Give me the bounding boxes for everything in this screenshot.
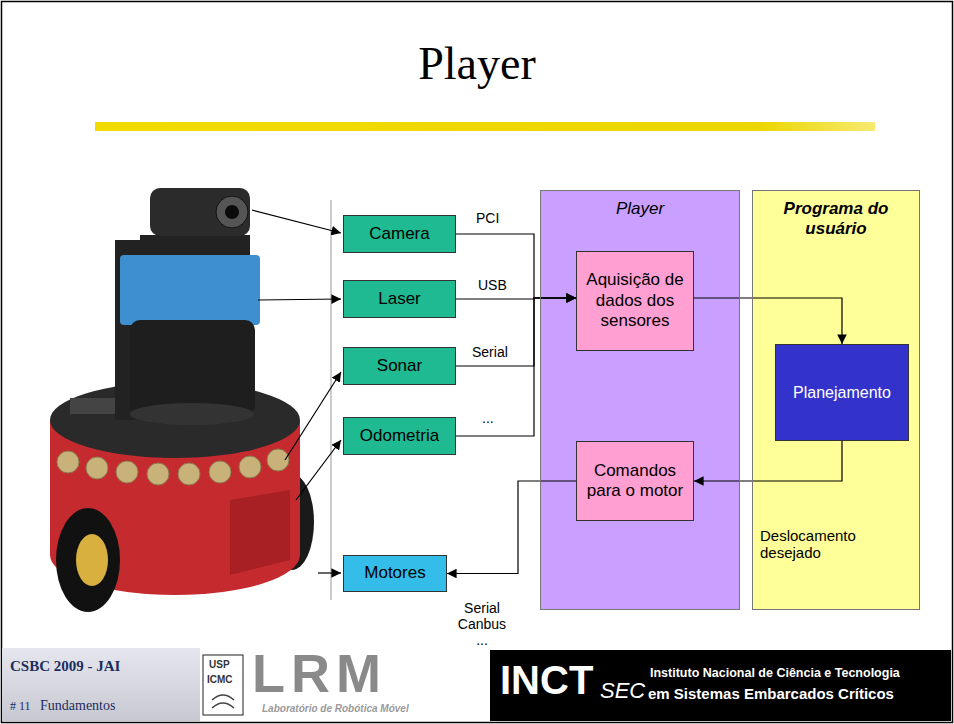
player-panel: PlayerAquisição de dados dos sensoresCom…	[540, 190, 740, 610]
edge-label: Deslocamento desejado	[760, 527, 884, 562]
actuator-box: Motores	[343, 555, 447, 592]
connector	[456, 298, 576, 436]
footer-graphics	[2, 648, 951, 721]
footer-graphics-part	[203, 655, 243, 715]
leader-arrow-part	[252, 210, 341, 233]
slide-number: # 11	[10, 700, 31, 714]
robot-illustration-part	[147, 463, 169, 485]
panel-fill	[540, 190, 740, 610]
box-label: Motores	[364, 563, 425, 583]
connector	[456, 234, 576, 298]
section-name: Fundamentos	[40, 698, 115, 714]
edge-label: USB	[478, 277, 507, 293]
connector	[694, 298, 842, 344]
box-label: Sonar	[377, 356, 422, 376]
logo-text: LRM	[252, 646, 387, 700]
robot-illustration-part	[76, 534, 108, 586]
divider-line	[331, 200, 332, 600]
robot-illustration-part	[120, 255, 260, 325]
robot-illustration-part	[239, 456, 261, 478]
box-label: Aquisição de dados dos sensores	[583, 270, 687, 331]
robot-illustration-part	[86, 457, 108, 479]
connector	[447, 481, 576, 574]
robot-illustration-part	[230, 490, 290, 575]
slide-title: Player	[0, 38, 954, 91]
box-label: Planejamento	[793, 383, 891, 402]
leader-arrow	[252, 210, 341, 573]
robot-illustration-part	[216, 196, 248, 228]
leader-arrow-part	[296, 440, 341, 500]
connector	[456, 298, 576, 366]
logo-text: ICMC	[207, 674, 233, 686]
institute-name: em Sistemas Embarcados Críticos	[648, 685, 894, 702]
robot-illustration-part	[57, 451, 79, 473]
box-label: Player	[616, 199, 664, 219]
process-box: Comandos para o motor	[576, 441, 694, 521]
sensor-box: Odometria	[343, 417, 456, 455]
edge-label: Serial	[472, 344, 508, 360]
box-label: Programa do usuário	[783, 199, 889, 240]
logo-text: INCT	[500, 660, 593, 700]
connector	[694, 441, 842, 481]
footer-graphics-part	[212, 695, 234, 708]
sensor-box: Laser	[343, 280, 456, 318]
event-name: CSBC 2009 - JAI	[10, 658, 120, 675]
robot-illustration-part	[56, 508, 120, 612]
institute-name: Instituto Nacional de Ciência e Tecnolog…	[650, 666, 900, 680]
process-box: Planejamento	[775, 344, 909, 441]
robot-illustration-part	[178, 463, 200, 485]
logo-text: USP	[209, 659, 230, 671]
box-label: Camera	[369, 224, 429, 244]
robot-illustration-part	[150, 188, 250, 236]
robot-illustration	[50, 188, 314, 612]
robot-illustration-part	[130, 403, 254, 425]
process-box: Aquisição de dados dos sensores	[576, 251, 694, 351]
logo-text: SEC	[600, 680, 645, 702]
footer-graphics-part	[2, 648, 200, 721]
edge-label: Serial Canbus ...	[452, 600, 512, 648]
box-label: Comandos para o motor	[583, 461, 687, 502]
leader-arrow-part	[285, 372, 341, 460]
box-label: Odometria	[360, 426, 439, 446]
title-underline	[95, 122, 875, 131]
leader-arrow-part	[318, 572, 341, 573]
sensor-box: Sonar	[343, 347, 456, 385]
robot-illustration-part	[225, 205, 239, 219]
logo-caption: Laboratório de Robótica Móvel	[262, 703, 409, 715]
leader-arrow-part	[258, 299, 341, 300]
edge-label: PCI	[476, 210, 499, 226]
edge-label: ...	[482, 410, 494, 426]
sensor-box: Camera	[343, 215, 456, 253]
panel-fill	[752, 190, 920, 610]
robot-illustration-part	[209, 461, 231, 483]
box-label: Laser	[378, 289, 421, 309]
footer-graphics-part	[490, 650, 951, 721]
robot-illustration-part	[116, 461, 138, 483]
robot-illustration-part	[130, 320, 255, 415]
